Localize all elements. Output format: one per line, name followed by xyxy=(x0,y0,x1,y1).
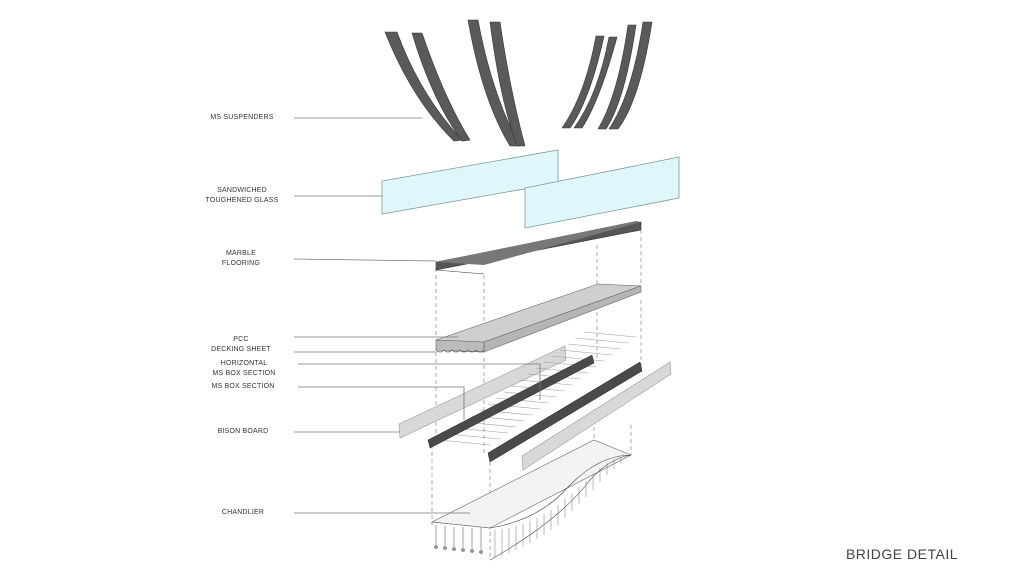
label-pcc-decking: PCC DECKING SHEET xyxy=(196,335,286,355)
label-ms-box-section: MS BOX SECTION xyxy=(196,382,290,392)
label-marble-line2: FLOORING xyxy=(221,260,261,267)
label-horizontal-box-section: HORIZONTAL MS BOX SECTION xyxy=(196,359,292,379)
pcc-decking-sheet xyxy=(435,283,642,353)
ms-suspenders xyxy=(384,19,653,147)
label-horizontal-line1: HORIZONTAL xyxy=(220,360,268,367)
label-glass-line1: SANDWICHED xyxy=(217,187,267,194)
label-pcc-line2: DECKING SHEET xyxy=(211,346,271,353)
label-ms-suspenders-text: MS SUSPENDERS xyxy=(210,114,274,121)
toughened-glass-panels xyxy=(381,149,680,229)
label-ms-suspenders: MS SUSPENDERS xyxy=(196,113,288,123)
label-chandlier-text: CHANDLIER xyxy=(221,509,265,516)
label-marble-line1: MARBLE xyxy=(226,250,256,257)
label-bison-board: BISON BOARD xyxy=(196,427,290,437)
label-pcc-line1: PCC xyxy=(233,336,249,343)
bison-board-right xyxy=(521,361,672,471)
chandlier xyxy=(430,439,632,561)
label-horizontal-line2: MS BOX SECTION xyxy=(212,370,276,377)
label-toughened-glass: SANDWICHED TOUGHENED GLASS xyxy=(190,186,294,206)
ms-box-section-beams xyxy=(427,354,643,463)
page-title: BRIDGE DETAIL xyxy=(845,546,958,562)
label-glass-line2: TOUGHENED GLASS xyxy=(205,197,279,204)
marble-flooring xyxy=(435,221,642,275)
label-ms-box-section-text: MS BOX SECTION xyxy=(211,383,275,390)
label-marble-flooring: MARBLE FLOORING xyxy=(200,249,282,269)
leader-lines xyxy=(293,117,541,514)
chandlier-rods xyxy=(494,457,622,558)
bison-board-left xyxy=(398,345,567,439)
label-bison-board-text: BISON BOARD xyxy=(217,428,269,435)
label-chandlier: CHANDLIER xyxy=(196,508,290,518)
chandlier-pendants xyxy=(434,525,483,554)
